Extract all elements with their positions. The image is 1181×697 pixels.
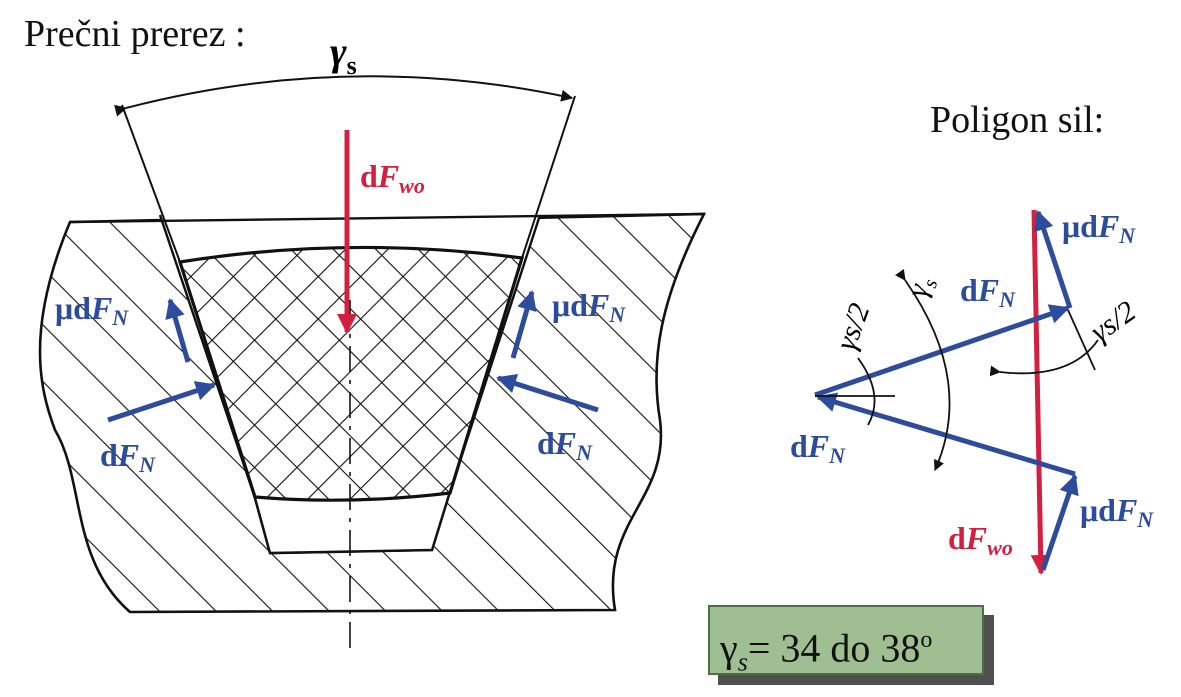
label-prefix: d [960,272,978,308]
label-var: F [377,158,400,194]
label-sub: N [139,452,156,478]
label-sub: N [1137,507,1154,533]
label-prefix: d [360,158,378,194]
polygon-mudFN-top [1034,210,1073,309]
label-prefix: d [537,425,555,461]
gamma-symbol: γ [330,29,347,74]
label-polygon-dFN-upper: dFN [960,272,1015,313]
dFN-arrow-right [496,373,599,413]
label-sub: wo [987,535,1013,561]
label-var: F [965,520,988,556]
label-sub: N [1119,223,1136,249]
polygon-mudFN-bottom [1040,474,1079,571]
label-var: F [807,428,830,464]
angle-range-note: γs= 34 do 38o [708,605,984,677]
label-sub: N [999,287,1016,313]
label-var: F [117,437,140,473]
label-prefix: d [948,520,966,556]
label-dFwo: dFwo [360,158,425,199]
angle-line-right [521,95,576,259]
label-sub: N [829,443,846,469]
gamma-s-label: γs [330,28,357,81]
mudFN-arrow-right [510,290,537,359]
label-var: F [554,425,577,461]
label-sub: N [112,305,129,331]
label-prefix: μd [1062,208,1098,244]
polygon-right-angle-arc [989,339,1099,377]
angle-line-left [121,104,181,263]
label-sub: wo [399,173,425,199]
note-gamma: γ [720,625,738,671]
label-prefix: d [100,437,118,473]
label-var: F [587,287,610,323]
label-prefix: μd [1080,492,1116,528]
label-polygon-mudFN-top: μdFN [1062,208,1135,249]
label-dFN-left: dFN [100,437,155,478]
note-text: = 34 do 38 [747,625,921,671]
label-sub: N [576,440,593,466]
polygon-half-angle-arc [857,357,876,426]
angle-arc [114,75,574,117]
gamma-sub: s [346,51,357,80]
label-dFN-right: dFN [537,425,592,466]
note-degree: o [920,627,933,653]
label-sub: N [609,302,626,328]
pulley-body [38,212,707,614]
polygon-tick-line [1067,309,1096,371]
dFN-arrow-left [107,381,216,423]
label-prefix: μd [552,287,588,323]
label-polygon-mudFN-bottom: μdFN [1080,492,1153,533]
mudFN-arrow-left [165,298,191,363]
force-polygon-title: Poligon sil: [930,99,1105,141]
pulley-top-line [69,212,705,224]
label-prefix: μd [55,290,91,326]
label-prefix: d [790,428,808,464]
note-sub: s [737,647,748,677]
belt-section [177,245,525,502]
cross-section-title: Prečni prerez : [24,13,246,55]
label-var: F [90,290,113,326]
label-mudFN-left: μdFN [55,290,128,331]
label-polygon-dFN-lower: dFN [790,428,845,469]
label-var: F [977,272,1000,308]
label-polygon-dFwo: dFwo [948,520,1013,561]
polygon-full-angle-arc [895,268,951,471]
polygon-dFwo-arrow [1030,209,1051,575]
label-var: F [1115,492,1138,528]
label-mudFN-right: μdFN [552,287,625,328]
label-var: F [1097,208,1120,244]
